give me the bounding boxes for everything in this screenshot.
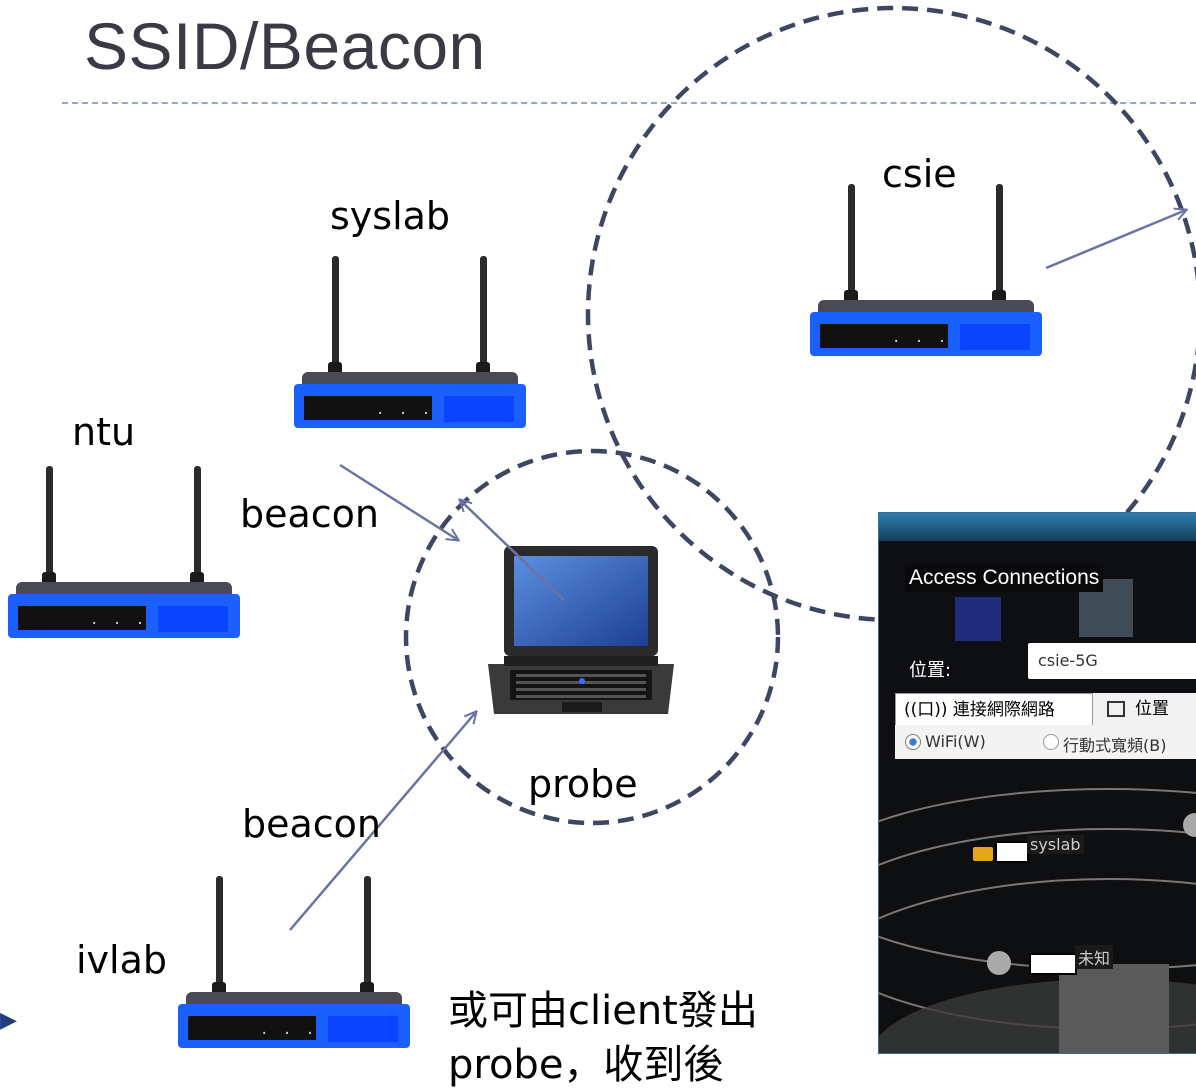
radio-mobile[interactable] bbox=[1043, 734, 1059, 750]
access-connections-screenshot: Access Connections 位置: csie-5G ((口)) 連接網… bbox=[878, 512, 1196, 1054]
beacon-arrow-syslab bbox=[339, 463, 458, 540]
tab-location[interactable]: 位置 bbox=[1099, 693, 1196, 725]
connection-type-radios: WiFi(W) 行動式寬頻(B) bbox=[895, 725, 1196, 759]
probe-label: probe bbox=[528, 762, 638, 806]
probe-arrow bbox=[460, 500, 565, 601]
router-label-ivlab: ivlab bbox=[76, 938, 168, 982]
router-syslab-icon: . . . bbox=[294, 256, 526, 428]
location-label: 位置: bbox=[909, 660, 952, 681]
expand-icon bbox=[1183, 813, 1196, 837]
beacon-label-bottom: beacon bbox=[242, 802, 382, 846]
lock-icon bbox=[973, 847, 993, 861]
chevron-down-icon bbox=[987, 951, 1011, 975]
laptop-probe-circle bbox=[403, 448, 781, 826]
note-line-2: probe，收到後 bbox=[448, 1042, 724, 1088]
slide-title: SSID/Beacon bbox=[84, 9, 486, 83]
router-unknown-icon bbox=[1029, 953, 1077, 975]
tab-location-icon bbox=[1107, 701, 1125, 717]
header-graphic bbox=[955, 597, 1001, 641]
router-small-icon bbox=[995, 841, 1029, 863]
router-ivlab-icon: . . . bbox=[178, 876, 410, 1048]
radio-wifi-label: WiFi(W) bbox=[925, 732, 986, 751]
router-label-csie: csie bbox=[882, 152, 957, 196]
app-title: Access Connections bbox=[905, 564, 1104, 592]
bullet-icon: ▶ bbox=[0, 1008, 17, 1033]
location-select[interactable]: csie-5G bbox=[1028, 643, 1196, 679]
router-label-ntu: ntu bbox=[72, 410, 136, 454]
network-unknown[interactable]: 未知 bbox=[1075, 945, 1114, 969]
router-label-syslab: syslab bbox=[330, 194, 451, 238]
tab-bar: ((口)) 連接網際網路 位置 bbox=[895, 693, 1196, 725]
tab-location-label: 位置 bbox=[1135, 699, 1169, 719]
network-map bbox=[879, 759, 1196, 1053]
router-ntu-icon: . . . bbox=[8, 466, 240, 638]
tab-connect[interactable]: ((口)) 連接網際網路 bbox=[895, 693, 1093, 725]
laptop-icon bbox=[488, 546, 674, 714]
note-line-1: 或可由client發出 bbox=[448, 988, 758, 1034]
network-syslab[interactable]: syslab bbox=[1027, 835, 1084, 854]
csie-arrow bbox=[1045, 210, 1186, 270]
beacon-arrow-ivlab bbox=[289, 712, 476, 931]
radio-wifi[interactable] bbox=[905, 734, 921, 750]
window-titlebar bbox=[879, 513, 1196, 541]
beacon-label-top: beacon bbox=[240, 492, 380, 536]
title-divider bbox=[62, 102, 1196, 104]
router-csie-icon: . . . bbox=[810, 184, 1042, 356]
radio-mobile-label: 行動式寬頻(B) bbox=[1063, 736, 1167, 755]
